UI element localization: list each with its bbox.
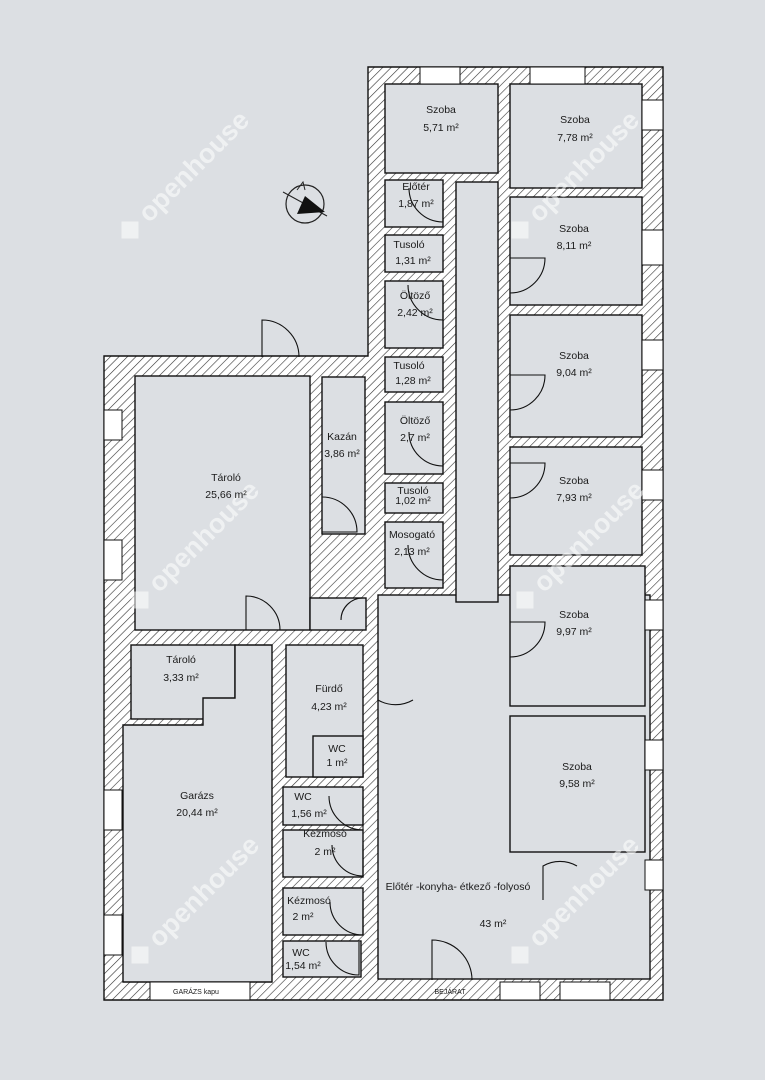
label-mosogato-name: Mosogató	[389, 529, 435, 541]
label-garage-gate: GARÁZS kapu	[173, 987, 219, 996]
room-eloter	[384, 179, 444, 228]
windows	[103, 66, 664, 1001]
label-hall-area: 43 m²	[480, 918, 507, 930]
label-oltozo2-name: Öltöző	[400, 415, 431, 427]
label-oltozo1-area: 2,42 m²	[397, 307, 433, 319]
label-kazan-name: Kazán	[327, 431, 357, 443]
label-szoba7-area: 9,58 m²	[559, 778, 595, 790]
label-kezmoso1-name: Kézmosó	[303, 828, 347, 840]
room-labels: Szoba 5,71 m² Szoba 7,78 m² Előtér 1,87 …	[163, 104, 595, 996]
label-entrance: BEJÁRAT	[435, 987, 467, 996]
passage	[309, 597, 367, 631]
label-tarolo2-name: Tároló	[166, 654, 196, 666]
label-oltozo1-name: Öltöző	[400, 290, 431, 302]
room-tusolo1	[384, 234, 444, 273]
room-tarolo1	[134, 375, 311, 631]
label-szoba3-area: 8,11 m²	[557, 240, 592, 252]
room-tusolo3	[384, 482, 444, 514]
room-szoba6	[509, 565, 646, 707]
label-tusolo3-name: Tusoló	[397, 485, 428, 497]
label-tarolo2-area: 3,33 m²	[163, 672, 199, 684]
label-kezmoso1-area: 2 m²	[315, 846, 337, 858]
label-furdo-area: 4,23 m²	[311, 701, 347, 713]
room-mosogato	[384, 521, 444, 589]
north-arrow-icon	[282, 180, 328, 224]
label-garazs-area: 20,44 m²	[176, 807, 218, 819]
room-oltozo2	[384, 401, 444, 475]
label-tusolo1-area: 1,31 m²	[395, 255, 431, 267]
label-szoba6-area: 9,97 m²	[556, 626, 592, 638]
label-szoba1-name: Szoba	[426, 104, 456, 116]
label-wc2-area: 1,56 m²	[291, 808, 327, 820]
label-eloter-name: Előtér	[402, 181, 430, 193]
label-kezmoso2-area: 2 m²	[293, 911, 315, 923]
label-tarolo1-name: Tároló	[211, 472, 241, 484]
label-eloter-area: 1,87 m²	[398, 198, 434, 210]
label-wc2-name: WC	[294, 791, 312, 803]
label-tarolo1-area: 25,66 m²	[205, 489, 247, 501]
label-furdo-name: Fürdő	[315, 683, 343, 695]
label-szoba5-area: 7,93 m²	[556, 492, 592, 504]
room-garazs	[122, 644, 273, 983]
label-szoba2-name: Szoba	[560, 114, 590, 126]
label-oltozo2-area: 2,7 m²	[400, 432, 430, 444]
label-garazs-name: Garázs	[180, 790, 214, 802]
corridor-area	[455, 181, 499, 603]
room-kazan	[321, 376, 366, 535]
label-tusolo3-area: 1,02 m²	[395, 495, 431, 507]
label-wc3-name: WC	[292, 947, 310, 959]
room-kezmoso1	[282, 829, 364, 878]
label-tusolo1-name: Tusoló	[393, 239, 424, 251]
label-wc1-name: WC	[328, 743, 346, 755]
label-tusolo2-name: Tusoló	[393, 360, 424, 372]
label-wc1-area: 1 m²	[327, 757, 349, 769]
label-szoba7-name: Szoba	[562, 761, 592, 773]
label-szoba6-name: Szoba	[559, 609, 589, 621]
label-szoba1-area: 5,71 m²	[423, 122, 459, 134]
room-wc1	[312, 735, 364, 778]
label-tusolo2-area: 1,28 m²	[395, 375, 431, 387]
label-kezmoso2-name: Kézmosó	[287, 895, 331, 907]
doors	[245, 187, 578, 981]
room-szoba4	[509, 314, 643, 438]
label-szoba5-name: Szoba	[559, 475, 589, 487]
label-szoba3-name: Szoba	[559, 223, 589, 235]
room-kezmoso2	[282, 887, 364, 936]
label-szoba4-area: 9,04 m²	[556, 367, 592, 379]
room-szoba7	[509, 715, 646, 853]
room-szoba5	[509, 446, 643, 556]
label-wc3-area: 1,54 m²	[285, 960, 321, 972]
room-tusolo2	[384, 356, 444, 393]
label-mosogato-area: 2,13 m²	[394, 546, 430, 558]
label-kazan-area: 3,86 m²	[324, 448, 360, 460]
label-szoba4-name: Szoba	[559, 350, 589, 362]
label-hall-name: Előtér -konyha- étkező -folyosó	[386, 881, 531, 893]
room-szoba2	[509, 83, 643, 189]
label-szoba2-area: 7,78 m²	[557, 132, 593, 144]
room-wc3	[282, 940, 362, 978]
